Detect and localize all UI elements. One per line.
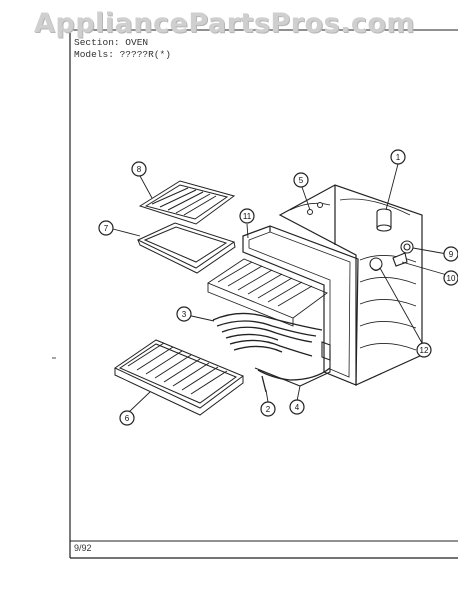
broiler-pan-grid	[138, 180, 236, 225]
svg-text:9: 9	[449, 250, 454, 259]
svg-text:6: 6	[125, 414, 130, 423]
broil-element	[257, 367, 331, 393]
callout-5: 5	[293, 172, 309, 188]
callout-1: 1	[390, 149, 406, 165]
svg-text:7: 7	[104, 224, 109, 233]
callout-7: 7	[98, 220, 114, 236]
callout-12: 12	[416, 342, 432, 358]
svg-text:11: 11	[243, 212, 252, 221]
callout-10: 10	[443, 270, 458, 286]
svg-text:8: 8	[137, 165, 142, 174]
callout-11: 11	[239, 208, 255, 224]
callout-2: 2	[260, 401, 276, 417]
bake-element	[212, 312, 323, 357]
callout-9: 9	[443, 246, 458, 262]
models-label: Models: ?????R(*)	[74, 49, 171, 60]
svg-text:5: 5	[299, 176, 304, 185]
svg-text:4: 4	[295, 403, 300, 412]
svg-text:12: 12	[420, 346, 429, 355]
svg-text:1: 1	[396, 153, 401, 162]
callout-4: 4	[289, 399, 305, 415]
svg-text:10: 10	[447, 274, 456, 283]
callout-8: 8	[131, 161, 147, 177]
element-bracket	[254, 341, 331, 387]
oven-light	[369, 257, 383, 272]
oven-rack	[113, 339, 245, 416]
date-code: 9/92	[74, 543, 92, 553]
broiler-pan	[136, 222, 236, 274]
upper-rack	[207, 258, 328, 327]
oven-front-frame	[242, 225, 359, 386]
site-watermark: AppliancePartsPros.com	[34, 8, 416, 39]
oven-cavity	[278, 184, 423, 386]
page-frame	[52, 29, 458, 559]
callout-3: 3	[176, 306, 192, 322]
svg-text:2: 2	[266, 405, 271, 414]
callout-6: 6	[119, 410, 135, 426]
svg-text:3: 3	[182, 310, 187, 319]
leader-lines	[112, 163, 448, 412]
section-label: Section: OVEN	[74, 37, 149, 48]
thermostat-bulb	[376, 208, 392, 232]
